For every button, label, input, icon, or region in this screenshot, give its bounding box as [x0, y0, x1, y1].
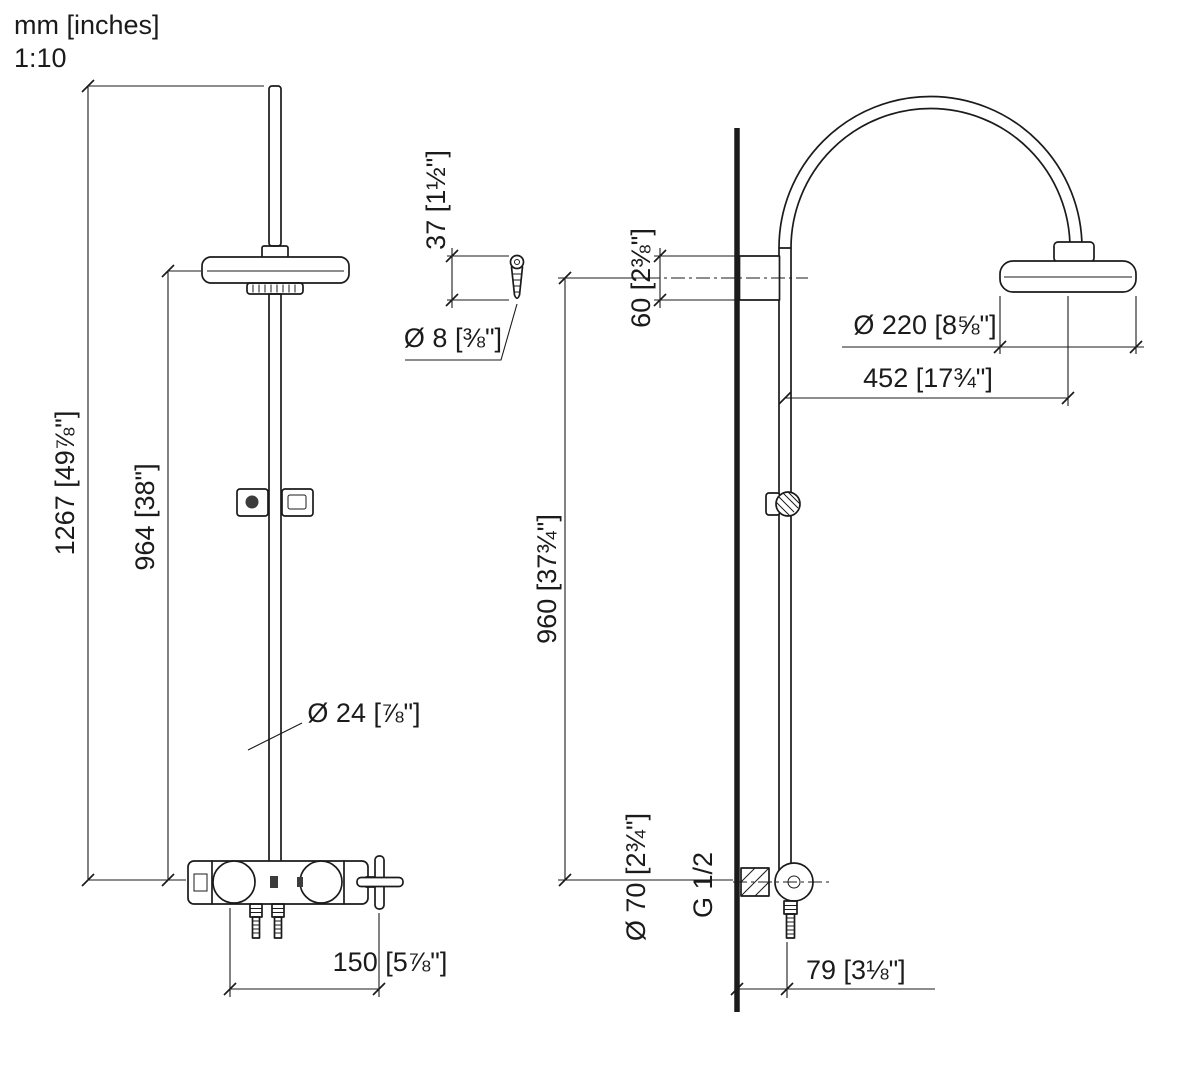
dim-total-height: 1267 [49⅞"]: [50, 79, 264, 887]
dim-pipe-diameter-label: Ø 24 [⅞"]: [307, 698, 420, 728]
dim-wall-offset: 79 [3⅛"]: [730, 942, 935, 998]
front-mixer-body: [187, 860, 369, 905]
front-head-hub-hatch: [246, 282, 304, 295]
dim-pin-length-label: 37 [1½"]: [421, 150, 451, 250]
dim-valve-width: 150 [5⅞"]: [223, 908, 448, 997]
dim-riser-height-front: 964 [38"]: [130, 264, 201, 887]
dim-arm-projection: 452 [17¾"]: [778, 296, 1075, 406]
front-shower-head: [201, 256, 350, 284]
dim-wall-offset-label: 79 [3⅛"]: [806, 955, 906, 985]
side-head-collar: [1053, 241, 1095, 263]
dim-head-diameter-label: Ø 220 [8⅝"]: [853, 310, 996, 340]
title-block: mm [inches] 1:10: [14, 10, 160, 73]
side-slider-knob: [765, 491, 801, 517]
front-riser-pipe: [268, 293, 282, 863]
dim-total-height-label: 1267 [49⅞"]: [50, 411, 80, 556]
side-arm-inner: [790, 107, 1071, 249]
side-valve: [733, 862, 830, 902]
detail-view: 37 [1½"] Ø 8 [⅜"]: [404, 150, 525, 361]
front-cross-handle: [356, 855, 404, 910]
dim-riser-height-side-label: 960 [37¾"]: [532, 514, 562, 644]
side-hose-connector: [783, 900, 798, 939]
detail-pin: [509, 254, 525, 300]
dim-valve-diameter-label: Ø 70 [2¾"]: [621, 813, 651, 941]
side-riser-pipe: [778, 247, 792, 885]
dim-arm-projection-label: 452 [17¾"]: [863, 363, 993, 393]
front-riser-upper: [268, 85, 282, 247]
side-arm-outer: [778, 95, 1083, 249]
front-slider-bracket: [236, 488, 314, 517]
dim-pin-diameter-label: Ø 8 [⅜"]: [404, 323, 502, 353]
dim-head-diameter: Ø 220 [8⅝"]: [842, 296, 1144, 354]
scale-label: 1:10: [14, 43, 67, 73]
units-note: mm [inches]: [14, 10, 160, 40]
dim-riser-height-side: 960 [37¾"]: [532, 271, 733, 887]
front-hose-connectors: [249, 903, 285, 939]
dim-pin-length: 37 [1½"]: [421, 150, 509, 308]
thread-size-label: G 1/2: [688, 852, 718, 918]
dim-pipe-diameter: Ø 24 [⅞"]: [247, 698, 421, 751]
dim-riser-height-front-label: 964 [38"]: [130, 463, 160, 570]
side-view: 60 [2⅜"] Ø 220 [8⅝"] 452 [17¾"] 960: [532, 95, 1144, 1012]
front-view: 1267 [49⅞"] 964 [38"] Ø 24 [⅞"] 150 [5⅞"…: [50, 79, 448, 997]
dim-valve-width-label: 150 [5⅞"]: [333, 947, 448, 977]
dim-pin-diameter: Ø 8 [⅜"]: [404, 303, 518, 361]
